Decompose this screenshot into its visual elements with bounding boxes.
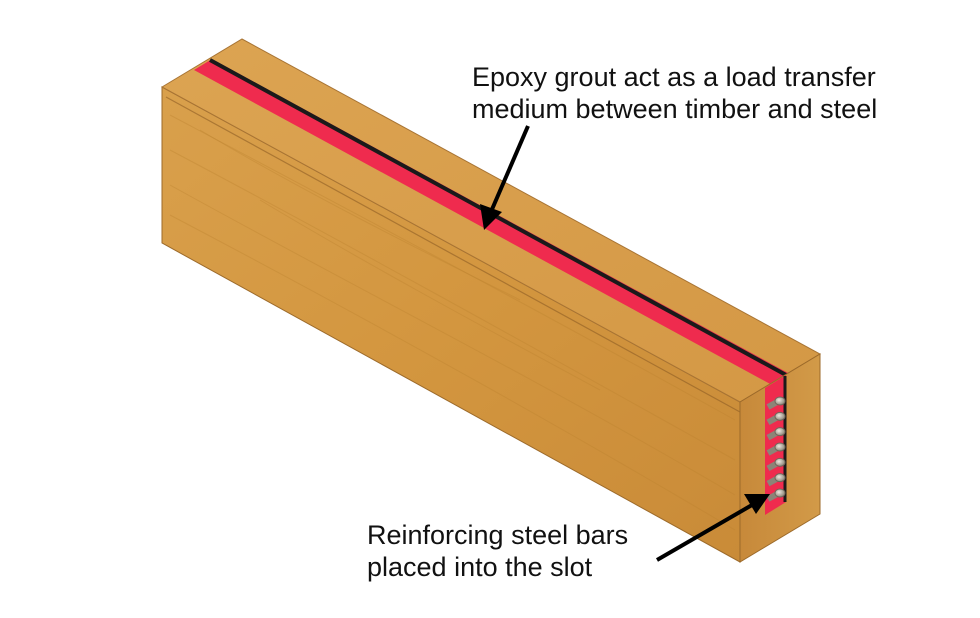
steel-bars-label-line2: placed into the slot — [367, 552, 593, 582]
steel-bar-end — [774, 411, 786, 421]
epoxy-grout-label-line2: medium between timber and steel — [472, 94, 878, 124]
timber-grain — [169, 114, 736, 531]
epoxy-arrow — [480, 125, 530, 230]
steel-bars-label-line1: Reinforcing steel bars — [367, 520, 629, 550]
slot-shadow-line — [209, 58, 787, 377]
steel-bar-end — [774, 473, 786, 483]
epoxy-grout-label: Epoxy grout act as a load transfer mediu… — [472, 61, 877, 125]
steel-bar-end — [774, 488, 786, 498]
steel-bar-end — [774, 457, 786, 467]
steel-bars-group — [766, 396, 786, 502]
timber-seam-line — [165, 96, 741, 413]
steel-bar-end — [774, 396, 786, 406]
epoxy-grout-label-line1: Epoxy grout act as a load transfer — [472, 62, 876, 92]
steel-bar-end — [774, 427, 786, 437]
steel-bars-arrow — [655, 494, 770, 562]
steel-bars-label: Reinforcing steel bars placed into the s… — [367, 519, 628, 583]
steel-bar-end — [774, 442, 786, 452]
